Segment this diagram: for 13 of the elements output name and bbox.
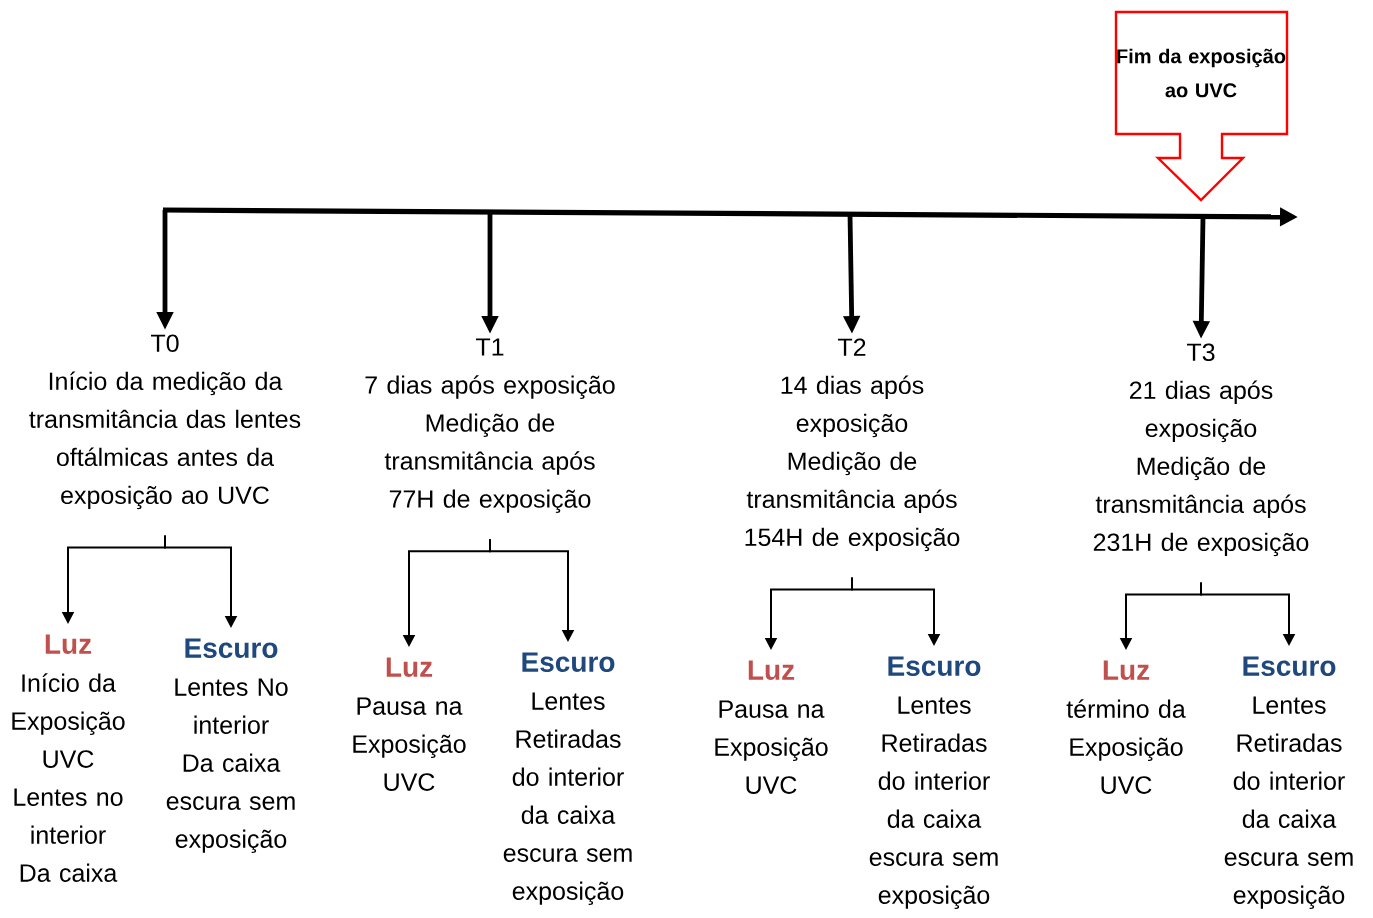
condition-text: Luz Pausa na Exposição UVC bbox=[353, 657, 466, 791]
condition-text: Escuro Lentes No interior Da caixa escura sem exposição bbox=[166, 638, 295, 853]
time-point-text: T2 14 dias após exposição Medição de transmitância após 154H de exposição bbox=[745, 338, 960, 552]
condition-text: Escuro Lentes Retiradas do interior da caixa escura sem exposição bbox=[1224, 656, 1353, 909]
condition-text: Escuro Lentes Retiradas do interior da caixa escura sem exposição bbox=[869, 656, 998, 909]
time-point-text: T0 Início da medição da transmitância das lentes oftálmicas antes da exposição ao UVC bbox=[29, 334, 301, 510]
callout-arrow-box: Fim da exposição ao UVC bbox=[1114, 10, 1289, 202]
time-point-text: T1 7 dias após exposição Medição de transmitância após 77H de exposição bbox=[365, 338, 615, 513]
condition-text: Luz término da Exposição UVC bbox=[1066, 660, 1186, 794]
time-point-text: T3 21 dias após exposição Medição de transmitância após 231H de exposição bbox=[1093, 343, 1309, 557]
condition-text: Luz Início da Exposição UVC Lentes no interior Da caixa bbox=[12, 634, 125, 882]
condition-text: Escuro Lentes Retiradas do interior da caixa escura sem exposição bbox=[503, 652, 632, 905]
condition-text: Luz Pausa na Exposição UVC bbox=[715, 660, 828, 794]
